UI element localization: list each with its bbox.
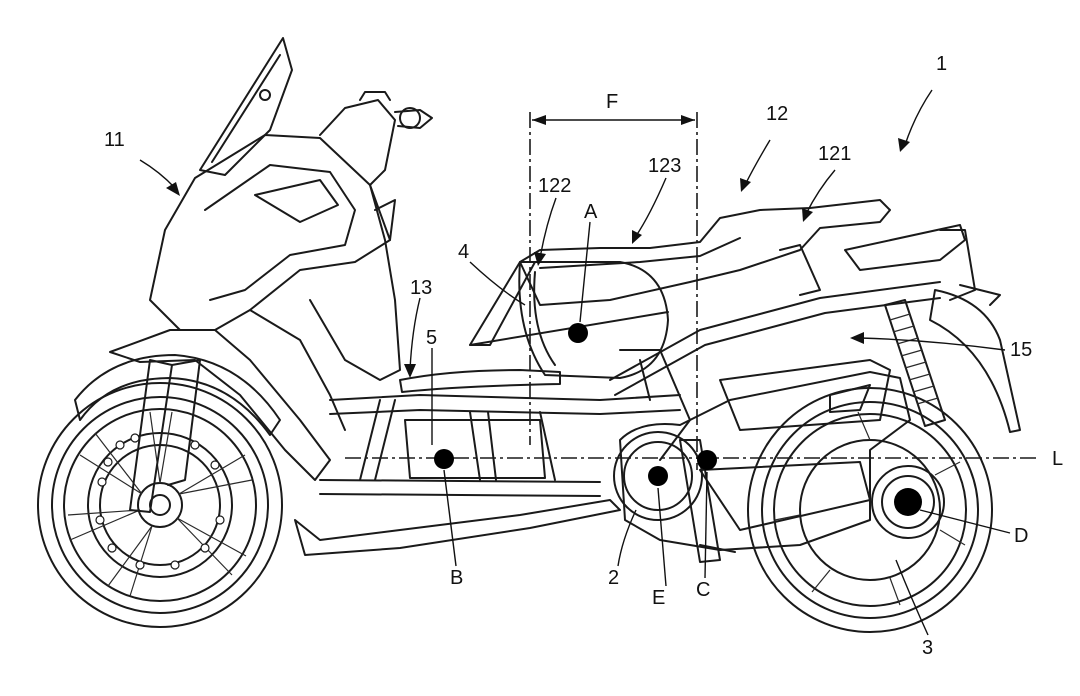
label-121: 121: [818, 143, 851, 165]
point-b-dot: [434, 449, 454, 469]
point-d-dot: [894, 488, 922, 516]
label-123: 123: [648, 155, 681, 177]
label-11: 11: [104, 129, 125, 151]
seat-assembly: [469, 199, 976, 379]
label-2: 2: [608, 567, 619, 589]
rear-wheel: [747, 284, 1021, 633]
front-body: [109, 37, 433, 481]
label-4: 4: [458, 241, 469, 263]
label-c: C: [696, 579, 710, 601]
line-a: [469, 311, 669, 346]
label-l: L: [1052, 448, 1063, 470]
label-3: 3: [922, 637, 933, 659]
labels: 1 11 12 121 122 123 F A 4 13 5 15 L D B …: [104, 53, 1063, 659]
label-5: 5: [426, 327, 437, 349]
leaders: [139, 89, 1011, 636]
label-13: 13: [410, 277, 432, 299]
label-a: A: [584, 201, 598, 223]
engine-cvt: [613, 299, 946, 563]
label-d: D: [1014, 525, 1028, 547]
label-f: F: [606, 91, 618, 113]
label-12: 12: [766, 103, 788, 125]
label-15: 15: [1010, 339, 1032, 361]
label-b: B: [450, 567, 463, 589]
point-e-dot: [648, 466, 668, 486]
front-wheel: [37, 354, 283, 628]
point-c-dot: [697, 450, 717, 470]
dimension-f: [529, 112, 698, 470]
label-e: E: [652, 587, 665, 609]
point-a-dot: [568, 323, 588, 343]
label-122: 122: [538, 175, 571, 197]
label-1: 1: [936, 53, 947, 75]
